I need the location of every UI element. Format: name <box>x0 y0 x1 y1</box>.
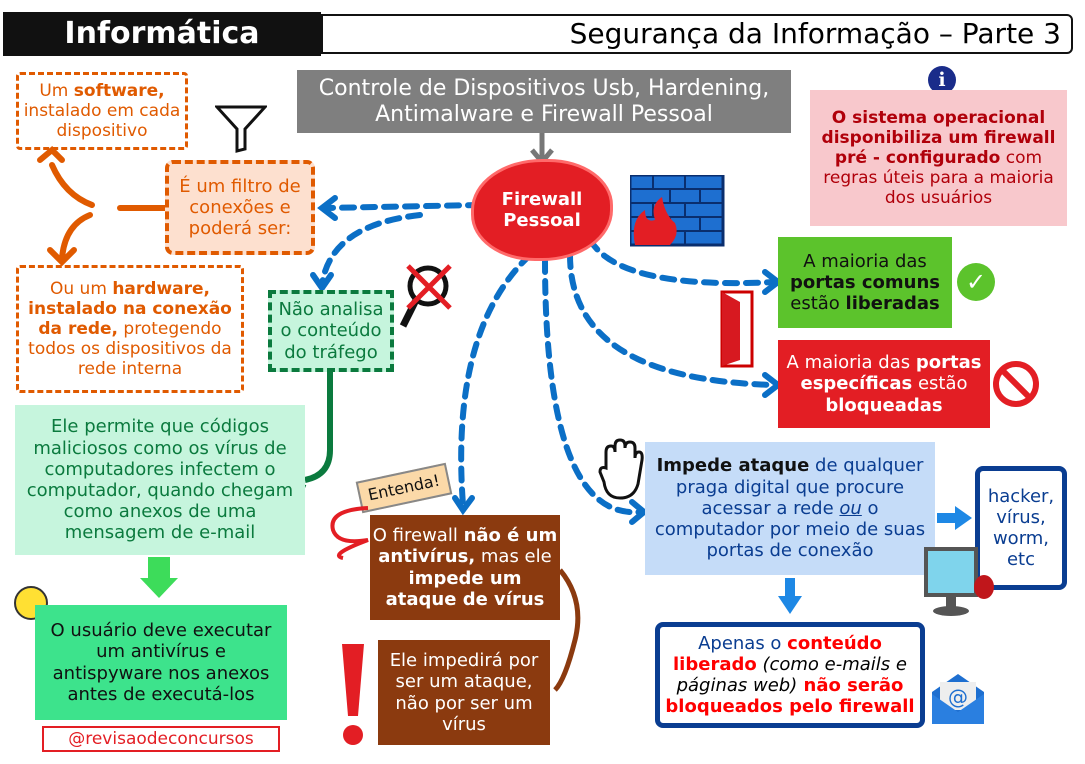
user-box: O usuário deve executar um antivírus e a… <box>35 605 287 720</box>
software-box: Um software, instalado em cada dispositi… <box>16 72 188 150</box>
central-title: Controle de Dispositivos Usb, Hardening,… <box>297 70 791 133</box>
connector-not-antivirus <box>458 252 533 508</box>
not-antivirus-text2: mas ele <box>475 546 552 568</box>
prohibited-icon <box>993 361 1039 407</box>
info-box-rest: com regras úteis para a maioria dos usuá… <box>823 147 1054 209</box>
infected-monitor-icon <box>924 547 994 616</box>
specific-ports-box: A maioria das portas específicas estão b… <box>778 340 990 428</box>
exclamation-icon <box>342 644 364 745</box>
info-icon: i <box>928 66 956 94</box>
common-ports-text2: estão <box>790 293 846 315</box>
connector-filter <box>322 202 483 211</box>
connector-specific-ports <box>567 252 778 388</box>
firewall-node: Firewall Pessoal <box>474 162 610 258</box>
software-box-rest: instalado em cada dispositivo <box>23 100 181 142</box>
prevents-text2: o computador por meio de suas portas de … <box>654 497 926 562</box>
central-title-line1: Controle de Dispositivos Usb, Hardening, <box>318 75 770 101</box>
not-antivirus-bold: não é um antivírus, <box>378 525 558 568</box>
not-antivirus-bold2: impede um ataque de vírus <box>385 567 545 610</box>
content-box-italic: (como e-mails e páginas web) <box>676 653 907 696</box>
filter-box: É um filtro de conexões e poderá ser: <box>165 160 315 255</box>
threats-box: hacker, vírus, worm, etc <box>975 466 1067 590</box>
common-ports-bold2: liberadas <box>845 293 940 315</box>
content-box: Apenas o conteúdo liberado (como e-mails… <box>655 622 925 728</box>
common-ports-text: A maioria das <box>803 250 927 272</box>
stop-hand-icon <box>598 438 644 500</box>
common-ports-box: A maioria das portas comuns estão libera… <box>778 237 952 328</box>
central-title-line2: Antimalware e Firewall Pessoal <box>375 101 713 127</box>
content-box-text: Apenas o <box>698 632 788 654</box>
filter-icon <box>215 105 267 153</box>
hardware-box: Ou um hardware, instalado na conexão da … <box>16 265 244 393</box>
connector-common-ports <box>587 237 778 287</box>
attack-box: Ele impedirá por ser um ataque, não por … <box>378 640 550 745</box>
hardware-box-bold: hardware, instalado na conexão da rede, <box>28 278 232 339</box>
info-box-bold: O sistema operacional disponibiliza um f… <box>821 107 1056 168</box>
common-ports-bold: portas comuns <box>790 271 940 293</box>
firewall-node-line2: Pessoal <box>503 210 581 231</box>
prevents-box: Impede ataque de qualquer praga digital … <box>645 442 935 575</box>
instagram-handle: @revisaodeconcursos <box>42 726 280 752</box>
hardware-box-rest: protegendo todos os dispositivos da rede… <box>28 318 232 380</box>
software-box-bold: software, <box>73 80 165 101</box>
specific-ports-text: A maioria das <box>786 352 916 374</box>
not-antivirus-box: O firewall não é um antivírus, mas ele i… <box>370 515 560 620</box>
topic-header: Segurança da Informação – Parte 3 <box>321 14 1073 54</box>
prevents-bold: Impede ataque <box>656 455 810 477</box>
brick-wall-fire-icon <box>630 175 725 247</box>
tag-string-icon <box>330 506 369 560</box>
subject-header: Informática <box>3 12 321 56</box>
no-analysis-box: Não analisa o conteúdo do tráfego <box>268 290 394 372</box>
content-box-red2: não serão bloqueados pelo firewall <box>665 675 915 718</box>
software-box-text: Um <box>39 80 74 101</box>
lightbulb-icon <box>14 586 48 620</box>
hardware-box-text: Ou um <box>50 278 113 299</box>
specific-ports-text2: estão <box>912 373 968 395</box>
content-box-red: conteúdo liberado <box>673 632 882 675</box>
connector-prevents <box>542 257 643 516</box>
not-antivirus-text: O firewall <box>372 525 464 547</box>
prevents-emphasis: ou <box>839 497 862 519</box>
info-box: O sistema operacional disponibiliza um f… <box>810 90 1067 226</box>
specific-ports-bold2: bloqueadas <box>825 394 943 416</box>
magnifier-crossed-icon <box>399 264 452 328</box>
attachment-box: Ele permite que códigos maliciosos como … <box>15 405 305 555</box>
firewall-node-line1: Firewall <box>501 188 583 210</box>
prevents-text: de qualquer praga digital que procure ac… <box>675 455 924 519</box>
connector-no-analysis <box>319 212 423 288</box>
check-icon: ✓ <box>957 263 995 301</box>
email-envelope-icon: @ <box>932 674 984 724</box>
svg-text:@: @ <box>948 685 968 709</box>
open-door-icon <box>720 290 754 368</box>
specific-ports-bold: portas específicas <box>800 352 982 395</box>
